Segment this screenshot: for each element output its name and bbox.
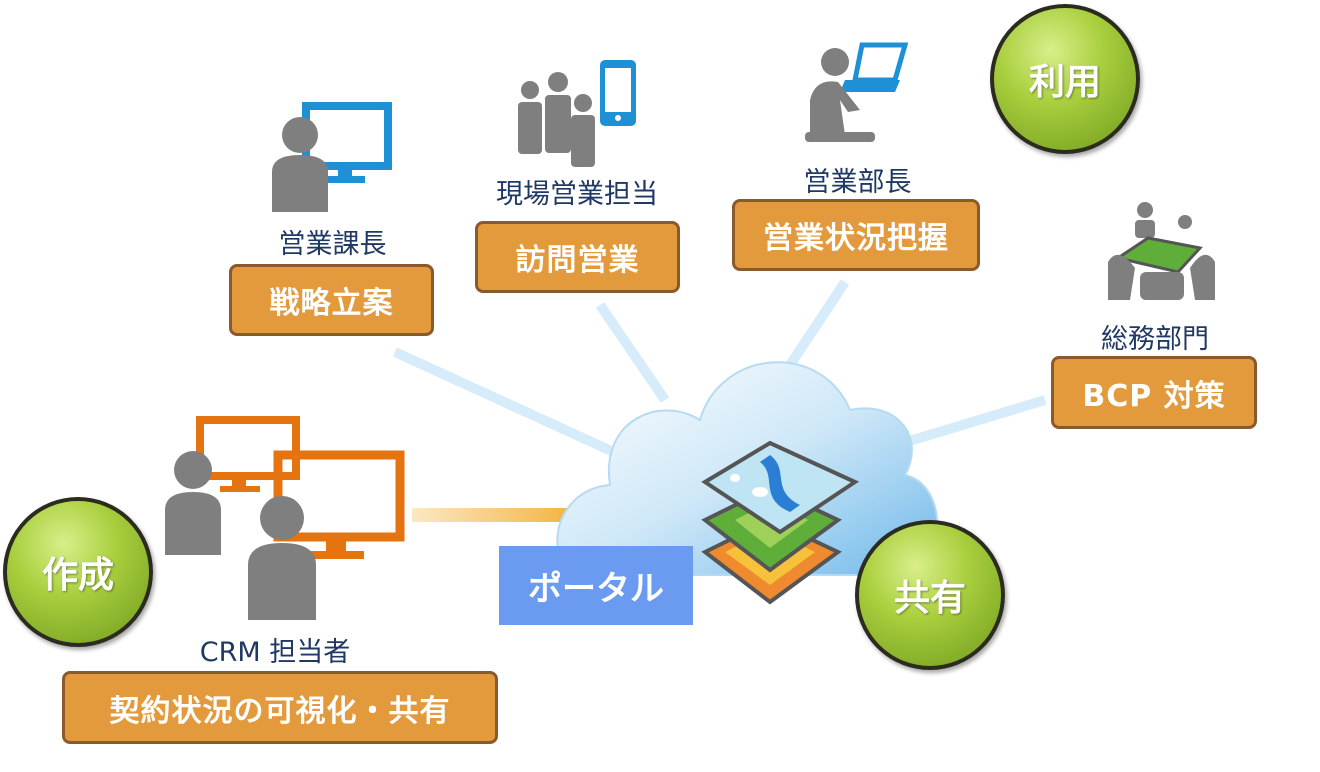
crm-staff-icon — [165, 416, 405, 620]
section-manager-icon — [272, 102, 392, 212]
task-field-sales: 訪問営業 — [475, 221, 680, 293]
connector-field-sales — [595, 302, 670, 403]
badge-create: 作成 — [3, 497, 153, 647]
map-layers-icon — [701, 440, 860, 605]
task-section-manager: 戦略立案 — [229, 264, 434, 336]
role-title-field-sales: 現場営業担当 — [496, 179, 658, 210]
connector-section-manager — [392, 347, 623, 460]
connector-crm — [412, 508, 582, 522]
badge-use: 利用 — [990, 4, 1140, 154]
role-title-general-affairs: 総務部門 — [1101, 324, 1209, 355]
connector-sales-director — [785, 279, 850, 368]
task-sales-director: 営業状況把握 — [732, 199, 980, 271]
field-sales-icon — [518, 60, 636, 167]
role-title-sales-director: 営業部長 — [803, 167, 912, 198]
task-crm: 契約状況の可視化・共有 — [62, 671, 498, 744]
portal-label: ポータル — [499, 546, 693, 625]
sales-director-icon — [805, 42, 909, 142]
role-title-section-manager: 営業課長 — [278, 229, 387, 260]
task-general-affairs: BCP 対策 — [1051, 356, 1257, 429]
badge-share: 共有 — [855, 520, 1005, 670]
general-affairs-icon — [1108, 202, 1215, 300]
role-title-crm: CRM 担当者 — [199, 637, 351, 668]
